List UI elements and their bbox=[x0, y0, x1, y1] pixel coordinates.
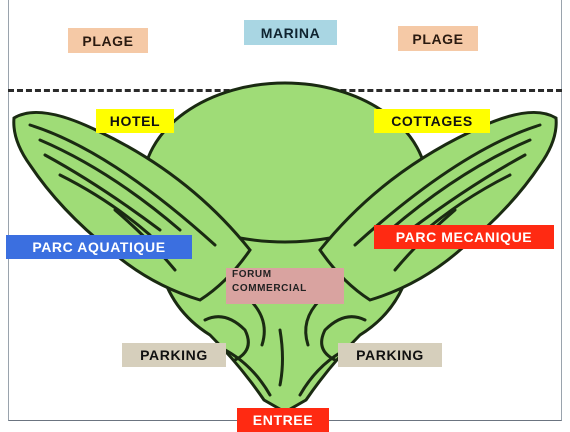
parking-left-label[interactable]: PARKING bbox=[122, 343, 226, 367]
marina-label[interactable]: MARINA bbox=[244, 20, 337, 45]
forum-commercial-label[interactable]: FORUM COMMERCIAL bbox=[226, 268, 344, 304]
parc-mecanique-label[interactable]: PARC MECANIQUE bbox=[374, 225, 554, 249]
plage-left-label[interactable]: PLAGE bbox=[68, 28, 148, 53]
entree-label[interactable]: ENTREE bbox=[237, 408, 329, 432]
cottages-label[interactable]: COTTAGES bbox=[374, 109, 490, 133]
parking-right-label[interactable]: PARKING bbox=[338, 343, 442, 367]
forum-line-2: COMMERCIAL bbox=[232, 282, 307, 296]
forum-line-1: FORUM bbox=[232, 268, 272, 282]
hotel-label[interactable]: HOTEL bbox=[96, 109, 174, 133]
parc-aquatique-label[interactable]: PARC AQUATIQUE bbox=[6, 235, 192, 259]
plage-right-label[interactable]: PLAGE bbox=[398, 26, 478, 51]
